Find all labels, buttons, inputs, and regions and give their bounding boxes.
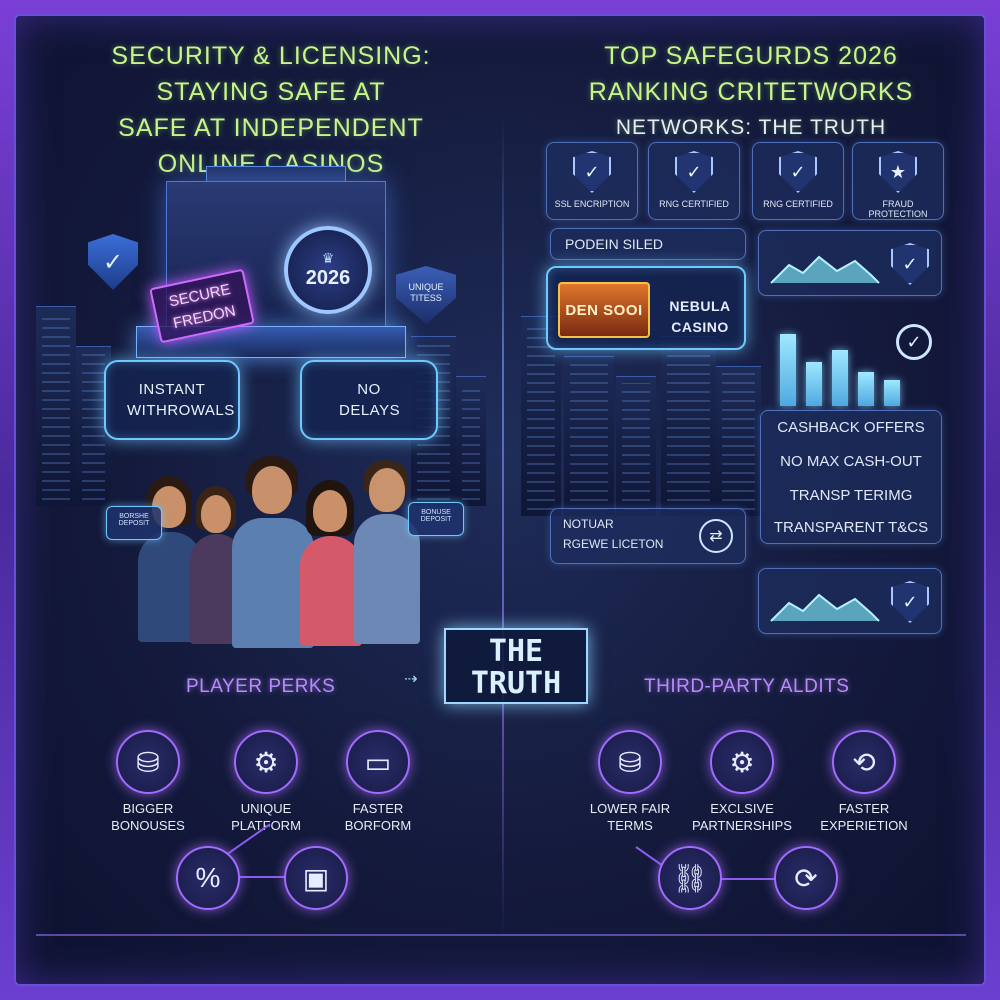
- audit-label: EXCLSIVE PARTNERSHIPS: [692, 801, 792, 833]
- perk-label: BIGGER BONOUSES: [111, 801, 185, 833]
- perk-label: FASTER BORFORM: [344, 801, 412, 833]
- phone-notification: BONUSE DEPOSIT: [408, 502, 464, 536]
- center-divider: [502, 116, 504, 936]
- audit-label: FASTER EXPERIETION: [820, 801, 908, 833]
- the-truth-badge: THE TRUTH: [444, 628, 588, 704]
- players-crowd: [116, 456, 436, 656]
- features-list-panel: CASHBACK OFFERS NO MAX CASH-OUT TRANSP T…: [760, 410, 942, 544]
- growth-chart-card: ✓: [758, 230, 942, 296]
- bar-chart-graphic: [776, 326, 926, 406]
- casino-logos-panel: DEN SOOI NEBULA CASINO: [546, 266, 746, 350]
- gear-icon: ⚙: [710, 730, 774, 794]
- gear-icon: ⚙: [234, 730, 298, 794]
- player-perks-title: PLAYER PERKS: [186, 676, 336, 697]
- unique-shield-tag: UNIQUE TITESS: [396, 266, 456, 324]
- list-item: CASHBACK OFFERS: [777, 419, 925, 436]
- instant-withdrawals-box: INSTANT WITHROWALS: [104, 360, 240, 440]
- box-icon: ▣: [284, 846, 348, 910]
- rng-certified-card: ✓ RNG CERTIFIED: [648, 142, 740, 220]
- fraud-protection-card: ★ FRAUD PROTECTION: [852, 142, 944, 220]
- refresh-icon: ⟲: [832, 730, 896, 794]
- year-badge: ♛ 2026: [284, 226, 372, 314]
- no-delays-box: NO DELAYS: [300, 360, 438, 440]
- crown-icon: ♛: [321, 250, 335, 266]
- coins-percent-icon: ⛁: [116, 730, 180, 794]
- sync-icon: ⟳: [774, 846, 838, 910]
- connector-line: [238, 876, 288, 878]
- perk-label: UNIQUE PLATFORM: [231, 801, 301, 833]
- license-icon: ⇄: [699, 519, 733, 553]
- rng-certified-card-2: ✓ RNG CERTIFIED: [752, 142, 844, 220]
- growth-chart-card-2: ✓: [758, 568, 942, 634]
- shield-check-icon: ✓: [573, 151, 611, 193]
- left-title: SECURITY & LICENSING: STAYING SAFE AT SA…: [111, 42, 431, 178]
- area-chart-icon: [770, 593, 880, 622]
- poster-frame: SECURITY & LICENSING: STAYING SAFE AT SA…: [14, 14, 986, 986]
- phone-notification: BORSHE DEPOSIT: [106, 506, 162, 540]
- podein-siled-label: PODEIN SILED: [550, 228, 746, 260]
- link-icon: ⛓: [658, 846, 722, 910]
- percent-icon: %: [176, 846, 240, 910]
- nebula-casino-logo: NEBULA CASINO: [669, 298, 731, 335]
- card-icon: ▭: [346, 730, 410, 794]
- star-shield-icon: ★: [879, 151, 917, 193]
- bottom-divider: [36, 934, 966, 936]
- right-title: TOP SAFEGURDS 2026 RANKING CRITETWORKS N…: [536, 38, 966, 146]
- connector-line: [706, 878, 782, 880]
- den-sooi-logo: DEN SOOI: [558, 282, 650, 338]
- ssl-encryption-card: ✓ SSL ENCRIPTION: [546, 142, 638, 220]
- list-item: TRANSPARENT T&CS: [773, 519, 929, 536]
- list-item: TRANSP TERIMG: [789, 487, 913, 504]
- coins-icon: ⛁: [598, 730, 662, 794]
- right-subtitle: NETWORKS: THE TRUTH: [615, 116, 887, 139]
- third-party-audits-title: THIRD-PARTY ALDITS: [644, 676, 850, 697]
- audit-label: LOWER FAIR TERMS: [589, 801, 671, 833]
- list-item: NO MAX CASH-OUT: [780, 453, 922, 470]
- area-chart-icon: [770, 255, 880, 284]
- shield-check-icon: ✓: [88, 234, 138, 290]
- license-notice-card: NOTUAR RGEWE LICETON ⇄: [550, 508, 746, 564]
- shield-check-icon: ✓: [779, 151, 817, 193]
- arrow-icon: ⇢: [404, 671, 418, 688]
- shield-check-icon: ✓: [675, 151, 713, 193]
- check-circle-icon: ✓: [896, 324, 932, 360]
